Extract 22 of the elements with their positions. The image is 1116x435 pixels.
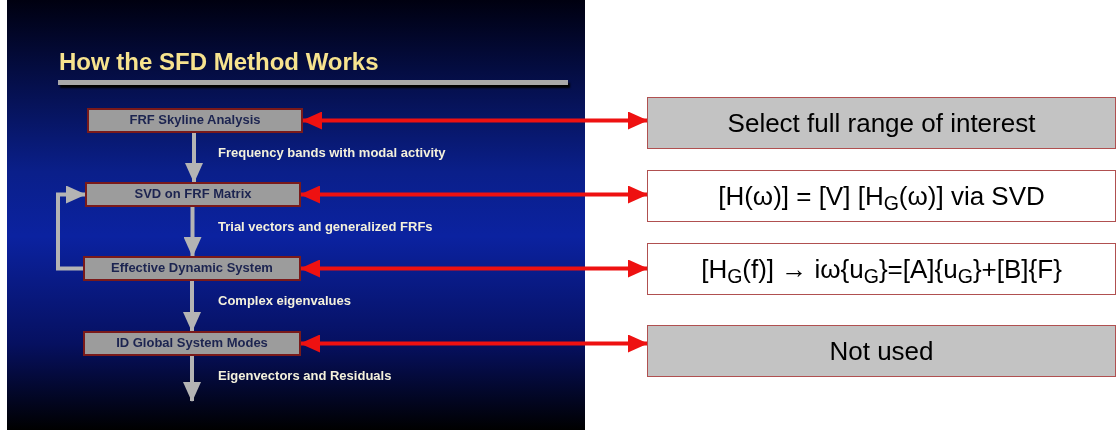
process-box: FRF Skyline Analysis (87, 108, 303, 133)
arrow (300, 185, 648, 204)
edge-label: Eigenvectors and Residuals (218, 369, 392, 382)
process-box: SVD on FRF Matrix (85, 182, 301, 207)
edge-label: Frequency bands with modal activity (218, 146, 446, 159)
note-box: [H(ω)] = [V] [H$_{G}$(ω)] via SVD (647, 170, 1116, 222)
process-box: Effective Dynamic System (83, 256, 301, 281)
arrow (300, 334, 648, 353)
edge-label: Complex eigenvalues (218, 294, 351, 307)
slide-title: How the SFD Method Works (59, 50, 379, 74)
arrow (183, 281, 201, 332)
note-box: Select full range of interest (647, 97, 1116, 149)
note-box: [H$_{G}$(f)] → iω{u$_{G}$}=[A]{u$_{G}$}+[B]{F} (647, 243, 1116, 295)
note-box: Not used (647, 325, 1116, 377)
process-box: ID Global System Modes (83, 331, 301, 356)
arrow (56, 185, 86, 271)
arrow (300, 259, 648, 278)
arrow (302, 111, 648, 130)
arrow (185, 133, 203, 183)
arrow (183, 207, 202, 257)
edge-label: Trial vectors and generalized FRFs (218, 220, 433, 233)
arrow (183, 356, 201, 402)
